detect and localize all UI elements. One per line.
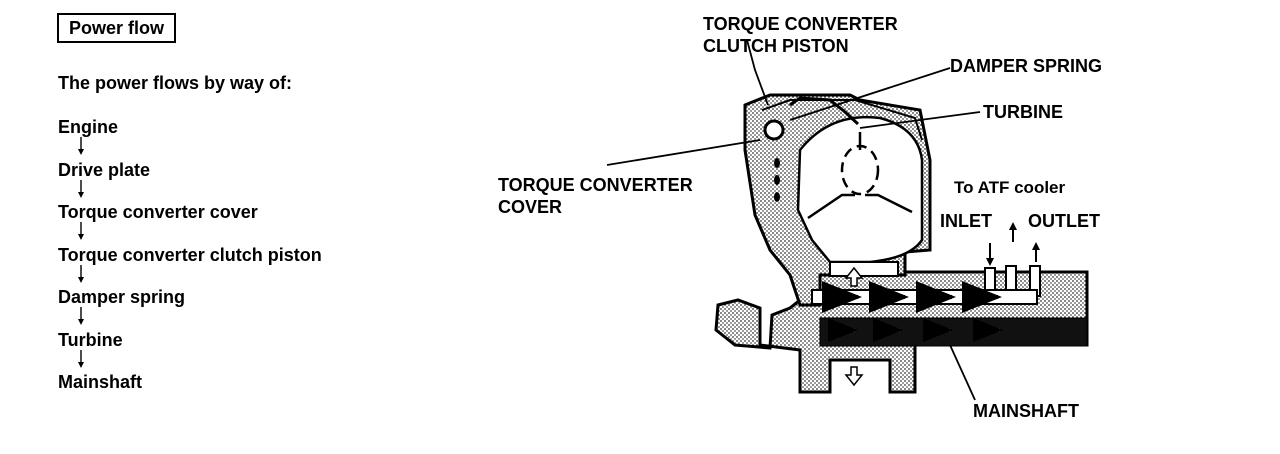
label-atf-cooler: To ATF cooler [954,178,1066,197]
section-title-text: Power flow [69,17,165,38]
flow-step-label: Drive plate [58,159,151,180]
cover-flow-marks [774,158,780,202]
flow-step-label: Engine [58,117,119,137]
leader-lines [606,39,981,401]
flow-intro: The power flows by way of: [58,73,293,93]
flow-step: Torque converter clutch piston [58,244,322,287]
label-clutch-piston-line2: CLUTCH PISTON [703,36,849,56]
down-arrow-icon [78,137,84,155]
down-arrow-icon [78,264,84,283]
turbine-area [796,115,924,277]
flow-step: Engine [58,116,322,159]
label-mainshaft: MAINSHAFT [973,401,1079,421]
flow-step-label: Damper spring [58,287,186,307]
down-arrow-icon [78,307,84,325]
label-cover-line1: TORQUE CONVERTER [498,175,693,195]
flow-step: Torque converter cover [58,201,322,244]
down-arrow-icon [78,349,84,368]
flow-step: Turbine [58,329,322,372]
hollow-flow-arrows [844,266,864,387]
label-damper-spring: DAMPER SPRING [950,56,1102,76]
flow-step: Drive plate [58,159,322,202]
atf-ports [984,222,1041,297]
down-arrow-icon [78,222,84,240]
flow-step: Damper spring [58,286,322,329]
flow-step-label: Torque converter cover [58,202,258,222]
flow-step-label: Torque converter clutch piston [58,244,322,265]
label-inlet: INLET [940,211,992,231]
damper-spring-circle [763,119,785,141]
label-turbine: TURBINE [983,102,1063,122]
section-title: Power flow [57,13,177,43]
power-flow-list: Engine Drive plate Torque converter cove… [58,116,322,414]
flow-step-label: Mainshaft [58,372,143,392]
label-outlet: OUTLET [1028,211,1100,231]
flow-step-label: Turbine [58,329,123,350]
clutch-piston-line [789,96,860,126]
flow-step: Mainshaft [58,371,322,414]
oil-flow-passage [811,281,1038,342]
down-arrow-icon [78,179,84,198]
label-clutch-piston-line1: TORQUE CONVERTER [703,14,898,34]
torque-converter-diagram: TORQUE CONVERTER CLUTCH PISTON DAMPER SP… [498,14,1102,421]
label-cover-line2: COVER [498,197,562,217]
